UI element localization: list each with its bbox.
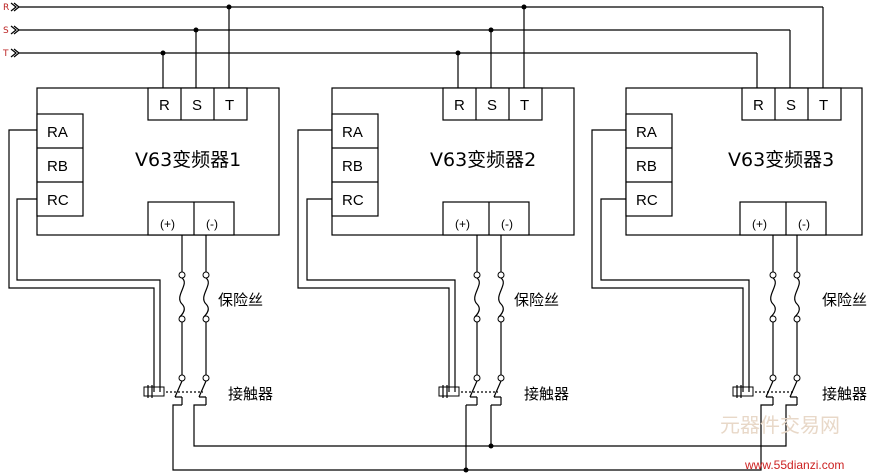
fuse-2-plus-icon — [474, 277, 480, 318]
inverter-2-term-t: T — [520, 97, 529, 114]
inverter-1-term-plus: (+) — [160, 217, 175, 231]
inverter-1-term-rb: RB — [47, 158, 68, 175]
inverter-3-term-rc: RC — [636, 192, 658, 209]
contactor-2-coil-icon — [438, 386, 460, 397]
inverter-3-term-s: S — [786, 97, 796, 114]
fuse-3-minus-icon — [794, 277, 800, 318]
inverter-1-title: V63变频器1 — [135, 149, 241, 171]
fuse-2-minus-icon — [498, 277, 504, 318]
contactor-3-contact-plus-icon — [765, 380, 774, 398]
contactor-2-contact-plus-icon — [469, 380, 478, 398]
inverter-3: R S T RA RB RC V63变频器3 (+) (-) — [625, 87, 863, 236]
inverter-3-title: V63变频器3 — [728, 149, 834, 171]
inverter-1: R S T RA RB RC V63变频器1 (+) (-) — [36, 87, 280, 236]
inverter-2-term-rc: RC — [342, 192, 364, 209]
dc-common-bus — [172, 404, 797, 473]
fuse-3-plus-icon — [770, 277, 776, 318]
watermark-url: www.55dianzi.com — [744, 458, 844, 472]
inverter-3-term-t: T — [819, 97, 828, 114]
contactor-1-contact-minus-icon — [198, 380, 207, 398]
contactor-3-contact-minus-icon — [789, 380, 798, 398]
arrow-s-icon — [10, 25, 20, 35]
contactor-2-contact-minus-icon — [493, 380, 502, 398]
inverter-2-rst-strip — [442, 87, 543, 121]
phase-label-r: R — [3, 3, 9, 13]
fuse-3-label: 保险丝 — [822, 291, 867, 309]
inverter-2-term-plus: (+) — [455, 217, 470, 231]
fuse-2-label: 保险丝 — [514, 291, 559, 309]
dc-section-1: 保险丝 接触器 — [143, 235, 273, 405]
relay-loops — [8, 129, 750, 392]
phase-label-t: T — [2, 49, 9, 59]
inverter-2-title: V63变频器2 — [430, 149, 536, 171]
inverter-1-term-t: T — [225, 97, 234, 114]
watermark: 元器件交易网 www.55dianzi.com — [720, 413, 844, 472]
inverter-1-term-minus: (-) — [206, 217, 218, 231]
contactor-3-label: 接触器 — [822, 385, 867, 403]
inverter-2-term-s: S — [487, 97, 497, 114]
inverter-1-term-r: R — [159, 97, 170, 114]
inverter-1-relay-strip — [36, 113, 84, 217]
contactor-3-coil-icon — [732, 386, 754, 397]
inverter-2-term-rb: RB — [342, 158, 363, 175]
contactor-1-label: 接触器 — [228, 385, 273, 403]
arrow-t-icon — [10, 48, 20, 58]
bus-lines — [19, 4, 823, 56]
arrow-r-icon — [10, 2, 20, 12]
inverter-3-term-r: R — [753, 97, 764, 114]
phase-label-s: S — [3, 26, 9, 36]
inverter-3-rst-strip — [741, 87, 842, 121]
inverter-2-relay-strip — [331, 113, 379, 217]
dc-section-2: 保险丝 接触器 — [438, 235, 569, 405]
watermark-logo: 元器件交易网 — [720, 413, 840, 437]
inverter-3-term-minus: (-) — [798, 217, 810, 231]
inverter-2-term-r: R — [454, 97, 465, 114]
dc-section-3: 保险丝 接触器 — [732, 235, 867, 405]
contactor-1-coil-icon — [143, 386, 165, 397]
contactor-1-contact-plus-icon — [174, 380, 183, 398]
inverter-3-term-ra: RA — [636, 124, 657, 141]
inverter-1-term-rc: RC — [47, 192, 69, 209]
inverter-1-term-ra: RA — [47, 124, 68, 141]
inverter-3-term-rb: RB — [636, 158, 657, 175]
inverter-2-term-ra: RA — [342, 124, 363, 141]
fuse-1-minus-icon — [203, 277, 209, 318]
inverter-3-dc-strip — [739, 201, 827, 236]
inverter-1-dc-strip — [147, 201, 235, 236]
fuse-1-label: 保险丝 — [218, 291, 263, 309]
inverter-2: R S T RA RB RC V63变频器2 (+) (-) — [331, 87, 575, 236]
inverter-2-dc-strip — [442, 201, 530, 236]
inverter-3-term-plus: (+) — [752, 217, 767, 231]
inverter-1-rst-strip — [147, 87, 248, 121]
contactor-2-label: 接触器 — [524, 385, 569, 403]
phase-inputs: R S T — [2, 2, 20, 59]
fuse-1-plus-icon — [179, 277, 185, 318]
inverter-1-term-s: S — [192, 97, 202, 114]
inverter-3-relay-strip — [625, 113, 673, 217]
bus-drops — [162, 7, 824, 88]
inverter-2-term-minus: (-) — [501, 217, 513, 231]
